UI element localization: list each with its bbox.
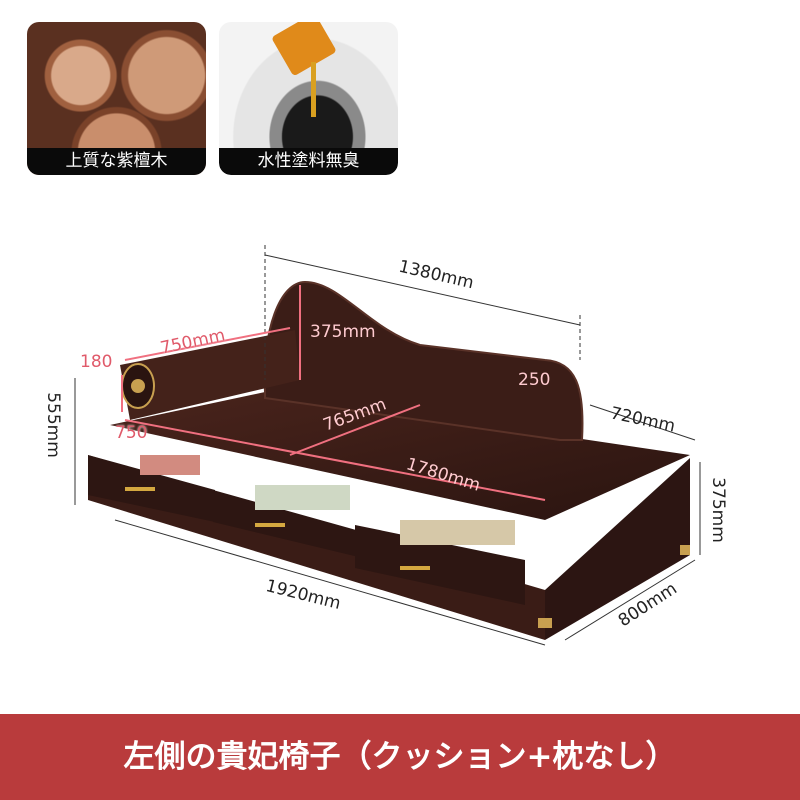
feature-wood-image: 上質な紫檀木 [27,22,206,175]
dim-backrest-end: 250 [518,370,551,390]
feature-paint-caption: 水性塗料無臭 [219,148,398,175]
feature-wood-caption: 上質な紫檀木 [27,148,206,175]
drawers [88,455,525,605]
dim-total-height: 555mm [42,392,63,458]
dim-armrest-height: 180 [80,352,113,372]
paint-drip [311,62,316,117]
dim-left-depth: 750 [115,423,148,443]
dim-base-height: 375mm [707,477,728,543]
product-title-banner: 左側の貴妃椅子（クッション+枕なし） [0,714,800,800]
dim-backrest-height: 375mm [310,322,376,342]
feature-paint-image: 水性塗料無臭 [219,22,398,175]
